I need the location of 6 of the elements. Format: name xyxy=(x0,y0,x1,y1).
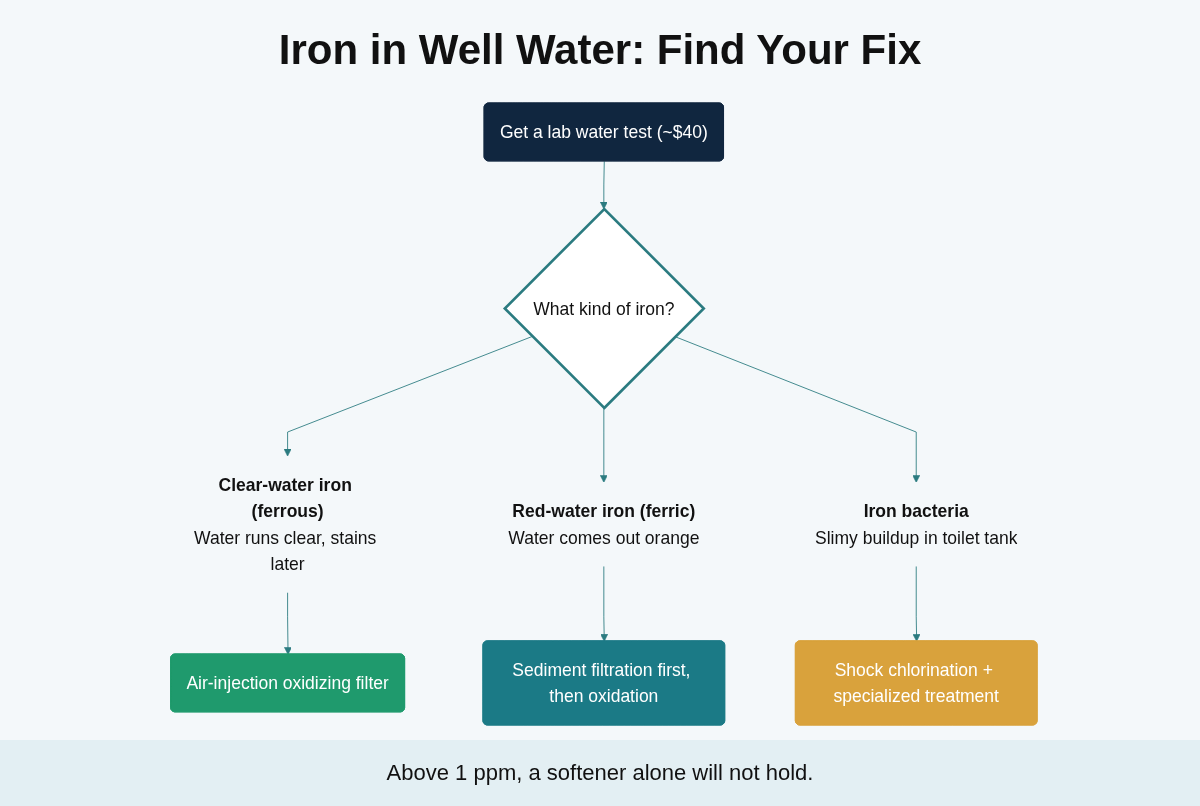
node-text: Iron bacteria Slimy buildup in toilet tank xyxy=(814,501,1018,548)
caption-text: Above 1 ppm, a softener alone will not hold. xyxy=(386,760,814,786)
node-text: Clear-water iron (ferrous) Water runs clear, stains later xyxy=(194,475,377,574)
node-text: Red-water iron (ferric) Water comes out orange xyxy=(508,501,700,548)
diagram-title: Iron in Well Water: Find Your Fix xyxy=(277,26,923,74)
node-diamond: What kind of iron? xyxy=(502,207,706,410)
